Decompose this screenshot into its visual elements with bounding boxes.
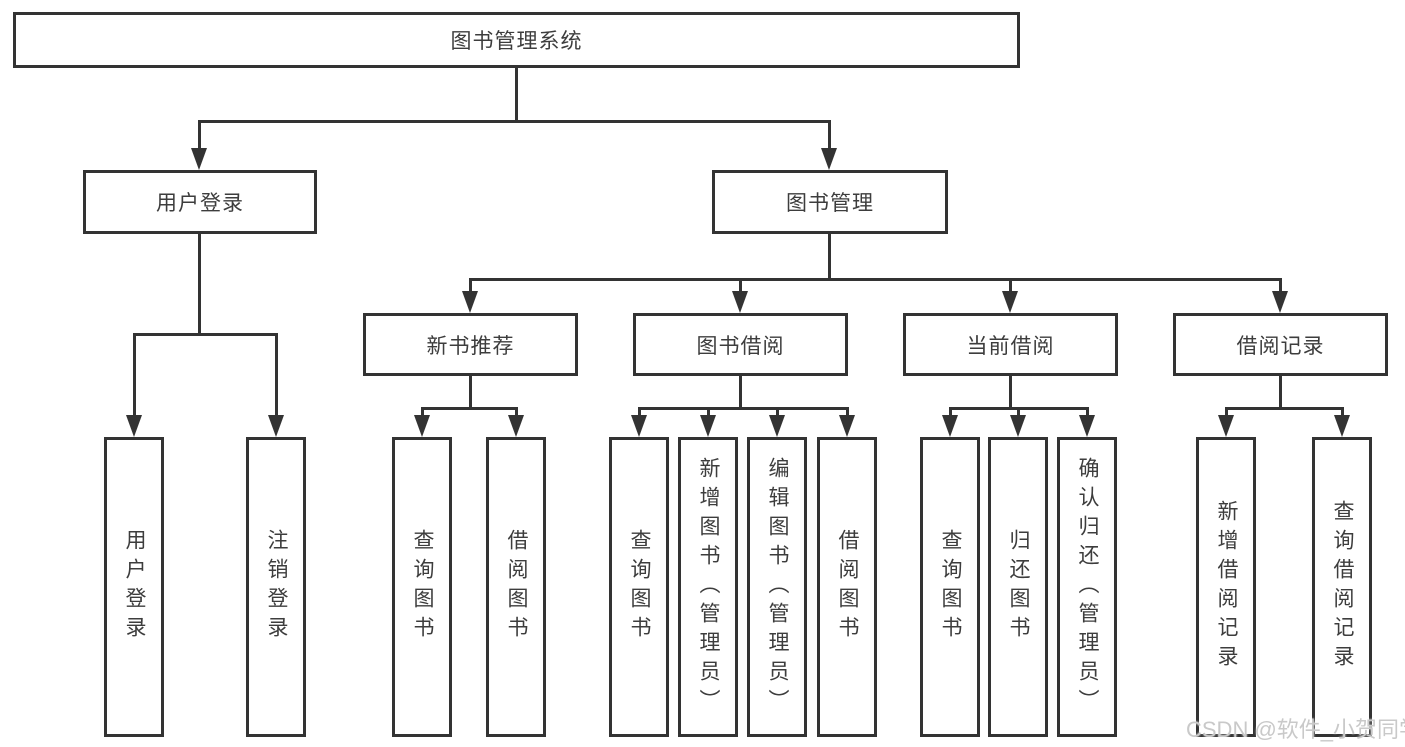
node-root: 图书管理系统 xyxy=(13,12,1020,68)
connector-root-stem xyxy=(515,67,518,120)
connector-borrow-records-stem xyxy=(1279,376,1282,407)
connector-book-management-rail xyxy=(469,278,1282,281)
arrow-down-icon xyxy=(1010,415,1026,437)
connector-current-borrow-stem xyxy=(1009,376,1012,407)
leaf-borrow-books-recommend: 借阅图书 xyxy=(486,437,546,737)
connector-new-book-stem xyxy=(469,376,472,407)
leaf-label: 归还图书 xyxy=(1007,529,1030,645)
connector-book-borrow-rail xyxy=(638,407,849,410)
node-current-borrow: 当前借阅 xyxy=(903,313,1118,376)
leaf-label: 编辑图书（管理员） xyxy=(766,456,789,718)
arrow-down-icon xyxy=(414,415,430,437)
connector-drop xyxy=(1225,407,1228,417)
connector-drop-leaf-login xyxy=(133,333,136,417)
connector-drop xyxy=(421,407,424,417)
arrow-down-icon xyxy=(1002,291,1018,313)
node-borrow-records-label: 借阅记录 xyxy=(1236,334,1325,358)
arrow-down-icon xyxy=(942,415,958,437)
node-current-borrow-label: 当前借阅 xyxy=(966,334,1055,358)
leaf-logout: 注销登录 xyxy=(246,437,306,737)
leaf-label: 查询图书 xyxy=(628,529,651,645)
leaf-add-books-admin: 新增图书（管理员） xyxy=(678,437,738,737)
connector-user-login-stem xyxy=(198,234,201,333)
leaf-label: 查询图书 xyxy=(939,529,962,645)
connector-book-management-stem xyxy=(828,234,831,278)
connector-drop-leaf-logout xyxy=(275,333,278,417)
arrow-down-icon xyxy=(821,148,837,170)
leaf-query-books-current: 查询图书 xyxy=(920,437,980,737)
connector-drop xyxy=(1017,407,1020,417)
arrow-down-icon xyxy=(839,415,855,437)
leaf-confirm-return-admin: 确认归还（管理员） xyxy=(1057,437,1117,737)
leaf-label: 查询图书 xyxy=(411,529,434,645)
leaf-label: 查询借阅记录 xyxy=(1331,500,1354,674)
node-book-borrow: 图书借阅 xyxy=(633,313,848,376)
leaf-query-books-recommend: 查询图书 xyxy=(392,437,452,737)
node-book-management: 图书管理 xyxy=(712,170,948,234)
arrow-down-icon xyxy=(508,415,524,437)
arrow-down-icon xyxy=(1218,415,1234,437)
connector-root-rail xyxy=(198,120,831,123)
leaf-label: 注销登录 xyxy=(265,529,288,645)
connector-drop-borrow-records xyxy=(1279,278,1282,291)
connector-new-book-rail xyxy=(421,407,518,410)
leaf-query-borrow-record: 查询借阅记录 xyxy=(1312,437,1372,737)
node-new-book-recommend: 新书推荐 xyxy=(363,313,578,376)
connector-drop xyxy=(1341,407,1344,417)
connector-user-login-rail xyxy=(133,333,278,336)
leaf-edit-books-admin: 编辑图书（管理员） xyxy=(747,437,807,737)
arrow-down-icon xyxy=(631,415,647,437)
connector-drop-current-borrow xyxy=(1009,278,1012,291)
node-root-label: 图书管理系统 xyxy=(450,30,583,53)
connector-drop xyxy=(776,407,779,417)
connector-drop-user-login xyxy=(198,120,201,150)
connector-drop xyxy=(1086,407,1089,417)
connector-drop-book-management xyxy=(828,120,831,150)
arrow-down-icon xyxy=(1334,415,1350,437)
leaf-add-borrow-record: 新增借阅记录 xyxy=(1196,437,1256,737)
csdn-watermark: CSDN @软件_小贺同学 xyxy=(1186,717,1405,742)
arrow-down-icon xyxy=(1079,415,1095,437)
leaf-user-login: 用户登录 xyxy=(104,437,164,737)
leaf-borrow-books: 借阅图书 xyxy=(817,437,877,737)
node-user-login-label: 用户登录 xyxy=(156,192,244,215)
leaf-return-books: 归还图书 xyxy=(988,437,1048,737)
node-book-borrow-label: 图书借阅 xyxy=(696,334,785,358)
arrow-down-icon xyxy=(700,415,716,437)
connector-book-borrow-stem xyxy=(739,376,742,407)
connector-drop xyxy=(949,407,952,417)
node-user-login: 用户登录 xyxy=(83,170,317,234)
connector-drop-book-borrow xyxy=(739,278,742,291)
arrow-down-icon xyxy=(191,148,207,170)
arrow-down-icon xyxy=(126,415,142,437)
arrow-down-icon xyxy=(769,415,785,437)
connector-drop xyxy=(846,407,849,417)
leaf-label: 借阅图书 xyxy=(505,529,528,645)
arrow-down-icon xyxy=(462,291,478,313)
connector-drop xyxy=(638,407,641,417)
connector-drop xyxy=(707,407,710,417)
arrow-down-icon xyxy=(1272,291,1288,313)
connector-drop-new-book xyxy=(469,278,472,291)
leaf-label: 确认归还（管理员） xyxy=(1076,456,1099,718)
leaf-label: 新增借阅记录 xyxy=(1215,500,1238,674)
node-new-book-recommend-label: 新书推荐 xyxy=(426,334,515,358)
node-borrow-records: 借阅记录 xyxy=(1173,313,1388,376)
leaf-label: 借阅图书 xyxy=(836,529,859,645)
arrow-down-icon xyxy=(268,415,284,437)
leaf-label: 新增图书（管理员） xyxy=(697,456,720,718)
leaf-label: 用户登录 xyxy=(123,529,146,645)
arrow-down-icon xyxy=(732,291,748,313)
node-book-management-label: 图书管理 xyxy=(786,192,874,215)
connector-drop xyxy=(515,407,518,417)
connector-borrow-records-rail xyxy=(1225,407,1344,410)
leaf-query-books-borrow: 查询图书 xyxy=(609,437,669,737)
